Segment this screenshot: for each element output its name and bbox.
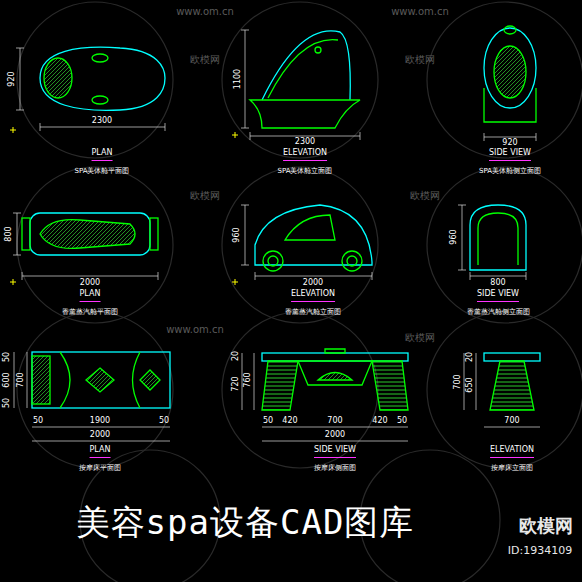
view-caption: SPA美体舱立面图	[277, 168, 332, 175]
watermark-logo: 欧模网	[519, 517, 573, 535]
view-name: PLAN	[90, 446, 111, 458]
dimension: 600	[3, 372, 11, 387]
dimension: 50	[33, 417, 43, 425]
dimension: 20	[466, 352, 474, 362]
dimension: 700	[504, 417, 519, 425]
dimension-lines	[13, 30, 540, 441]
view-caption: 香薰蒸汽舱侧立面图	[467, 309, 530, 316]
watermark: 欧模网	[405, 55, 435, 65]
dimension: 420	[372, 417, 387, 425]
dimension: 920	[8, 71, 16, 86]
dimension: 920	[502, 139, 517, 147]
dimension: 2300	[92, 117, 112, 125]
watermark: www.om.cn	[391, 7, 449, 17]
dimension: 1900	[90, 417, 110, 425]
watermark: 欧模网	[190, 55, 220, 65]
dimension: 760	[244, 372, 252, 387]
view-name: ELEVATION	[291, 290, 335, 302]
dimension: 700	[327, 417, 342, 425]
dimension: 2000	[80, 279, 100, 287]
dimension: 800	[5, 226, 13, 241]
dimension: 50	[3, 352, 11, 362]
view-name: ELEVATION	[490, 446, 534, 458]
image-id: ID:1934109	[508, 545, 572, 556]
view-name: SIDE VIEW	[477, 290, 519, 302]
view-caption: 按摩床立面图	[491, 465, 533, 472]
watermark: www.om.cn	[166, 325, 224, 335]
dimension: 50	[397, 417, 407, 425]
view-caption: 按摩床平面图	[79, 465, 121, 472]
dimension: 650	[466, 377, 474, 392]
dimension: 960	[233, 227, 241, 242]
dimension: 20	[232, 351, 240, 361]
view-caption: SPA美体舱平面图	[74, 168, 129, 175]
dimension: 50	[263, 417, 273, 425]
dimension: 2000	[90, 431, 110, 439]
view-caption: 香薰蒸汽舱平面图	[62, 309, 118, 316]
title: 美容spa设备CAD图库	[76, 505, 415, 539]
dimension: 1100	[234, 69, 242, 89]
view-caption: 按摩床侧面图	[314, 465, 356, 472]
dimension: 2000	[325, 431, 345, 439]
dimension: 50	[3, 398, 11, 408]
dimension: 700	[454, 374, 462, 389]
dimension: 2300	[295, 138, 315, 146]
view-caption: 香薰蒸汽舱立面图	[285, 309, 341, 316]
view-name: PLAN	[92, 149, 113, 161]
view-name: ELEVATION	[283, 149, 327, 161]
view-name: SIDE VIEW	[489, 149, 531, 161]
view-caption: SPA美体舱侧立面图	[479, 168, 541, 175]
dimension: 700	[17, 372, 25, 387]
dimension: 960	[450, 229, 458, 244]
watermark: www.om.cn	[176, 7, 234, 17]
view-name: PLAN	[80, 290, 101, 302]
watermark: 欧模网	[405, 333, 435, 343]
watermark-circles	[17, 2, 582, 582]
watermark: 欧模网	[410, 191, 440, 201]
watermark: 欧模网	[190, 191, 220, 201]
dimension: 50	[159, 417, 169, 425]
origin-markers	[10, 127, 238, 285]
view-name: SIDE VIEW	[314, 446, 356, 458]
dimension: 720	[232, 376, 240, 391]
dimension: 420	[282, 417, 297, 425]
dimension: 800	[490, 279, 505, 287]
dimension: 2000	[303, 279, 323, 287]
